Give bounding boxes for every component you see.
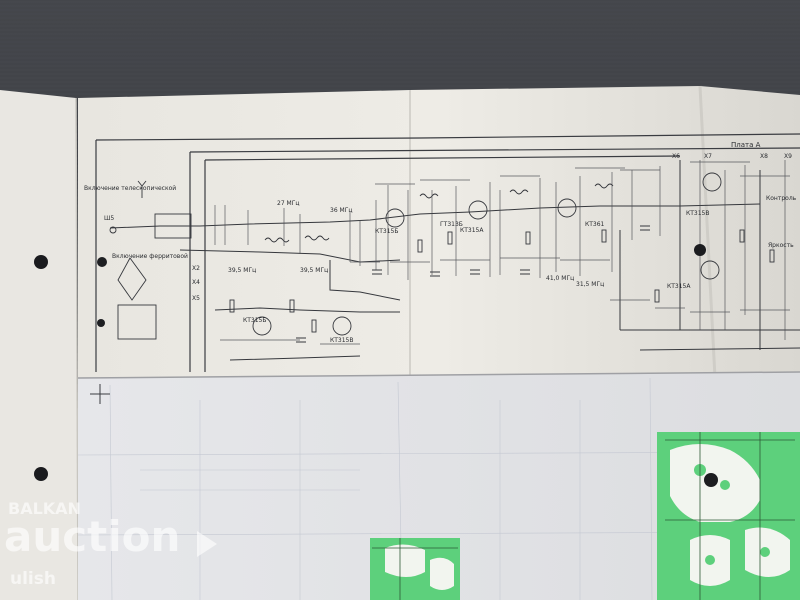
watermark-arrow — [197, 531, 217, 557]
pcb-layout-right — [657, 432, 800, 600]
binder-hole — [34, 255, 48, 269]
freq-label: 39,5 МГц — [300, 267, 328, 274]
part-label: КТ361 — [585, 221, 605, 228]
terminal-label: Х8 — [760, 153, 768, 160]
board-label: Плата А — [731, 141, 761, 149]
terminal-label: Х2 — [192, 265, 200, 272]
terminal-label: Ш5 — [104, 215, 114, 222]
part-label: КТ315А — [460, 227, 484, 234]
part-label: КТ315Б — [243, 317, 267, 324]
part-label: ГТ313Б — [440, 221, 463, 228]
terminal-label: Х4 — [192, 279, 200, 286]
freq-label: 36 МГц — [330, 207, 352, 214]
watermark-line1: BALKAN — [8, 499, 81, 518]
watermark: BALKAN auction ulish — [4, 499, 217, 589]
freq-label: 41,0 МГц — [546, 275, 574, 282]
terminal-label: Х6 — [672, 153, 680, 160]
freq-label: 31,5 МГц — [576, 281, 604, 288]
part-label: КТ315Б — [375, 228, 399, 235]
binder-hole — [34, 467, 48, 481]
left-label-telescopic: Включение телескопической — [84, 185, 176, 192]
registration-mark — [90, 384, 110, 404]
terminal-label: Х7 — [704, 153, 712, 160]
pcb-layout-fragment — [370, 538, 460, 600]
freq-label: 27 МГц — [277, 200, 299, 207]
pcb-sheet — [77, 371, 800, 600]
part-label: КТ315В — [330, 337, 354, 344]
left-label-ferrite: Включение ферритовой — [112, 253, 188, 260]
schematic-sheet: Плата А Включение телескопической Включе… — [78, 85, 800, 379]
terminal-label: Х9 — [784, 153, 792, 160]
terminal-label: Х5 — [192, 295, 200, 302]
part-label: Яркость — [768, 242, 794, 249]
freq-label: 39,5 МГц — [228, 267, 256, 274]
part-label: Контроль — [766, 195, 797, 202]
watermark-line3: ulish — [10, 569, 56, 589]
part-label: КТ315А — [667, 283, 691, 290]
left-sheet — [0, 90, 79, 600]
part-label: КТ315В — [686, 210, 710, 217]
watermark-line2: auction — [4, 512, 180, 561]
